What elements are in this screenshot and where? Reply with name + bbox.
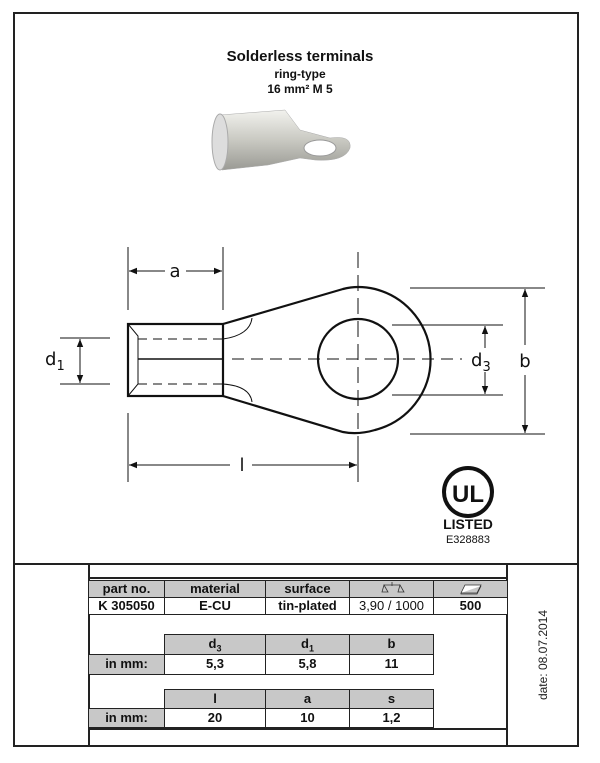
header-d1: d1 — [265, 634, 350, 655]
surface-value: tin-plated — [265, 597, 350, 615]
part-number: K 305050 — [88, 597, 165, 615]
divider — [88, 728, 508, 730]
value-s: 1,2 — [349, 708, 434, 728]
svg-text:UL: UL — [452, 481, 484, 508]
value-a: 10 — [265, 708, 350, 728]
page-subtitle: ring-type — [274, 67, 326, 81]
header-s: s — [349, 689, 434, 709]
header-a: a — [265, 689, 350, 709]
row-label: in mm: — [88, 708, 165, 728]
package-icon — [433, 580, 508, 598]
ul-listed-logo: UL LISTED E328883 — [442, 466, 494, 546]
value-d3: 5,3 — [164, 654, 266, 675]
ring-outline — [222, 285, 432, 435]
header-d3: d3 — [164, 634, 266, 655]
dim-label-d3: d3 — [471, 350, 491, 375]
page-frame — [13, 12, 579, 747]
product-photo — [211, 109, 351, 171]
header-material: material — [164, 580, 266, 598]
dim-label-b: b — [519, 351, 530, 372]
dim-label-l: l — [239, 455, 244, 476]
header-part-no: part no. — [88, 580, 165, 598]
value-b: 11 — [349, 654, 434, 675]
divider — [88, 577, 508, 579]
weight-icon — [349, 580, 434, 598]
header-b: b — [349, 634, 434, 655]
size-label: 16 mm² M 5 — [267, 82, 333, 96]
weight-value: 3,90 / 1000 — [349, 597, 434, 615]
value-l: 20 — [164, 708, 266, 728]
material-value: E-CU — [164, 597, 266, 615]
ul-file-number: E328883 — [446, 534, 490, 546]
header-surface: surface — [265, 580, 350, 598]
value-d1: 5,8 — [265, 654, 350, 675]
divider — [13, 563, 579, 565]
package-quantity: 500 — [433, 597, 508, 615]
header-l: l — [164, 689, 266, 709]
divider — [506, 563, 508, 747]
page-title: Solderless terminals — [226, 48, 374, 65]
row-label: in mm: — [88, 654, 165, 675]
listed-label: LISTED — [443, 516, 493, 532]
date-label: date: 08.07.2014 — [536, 609, 550, 701]
dim-label-d1: d1 — [45, 349, 65, 374]
barrel-outline — [126, 322, 225, 398]
dim-label-a: a — [169, 261, 180, 282]
